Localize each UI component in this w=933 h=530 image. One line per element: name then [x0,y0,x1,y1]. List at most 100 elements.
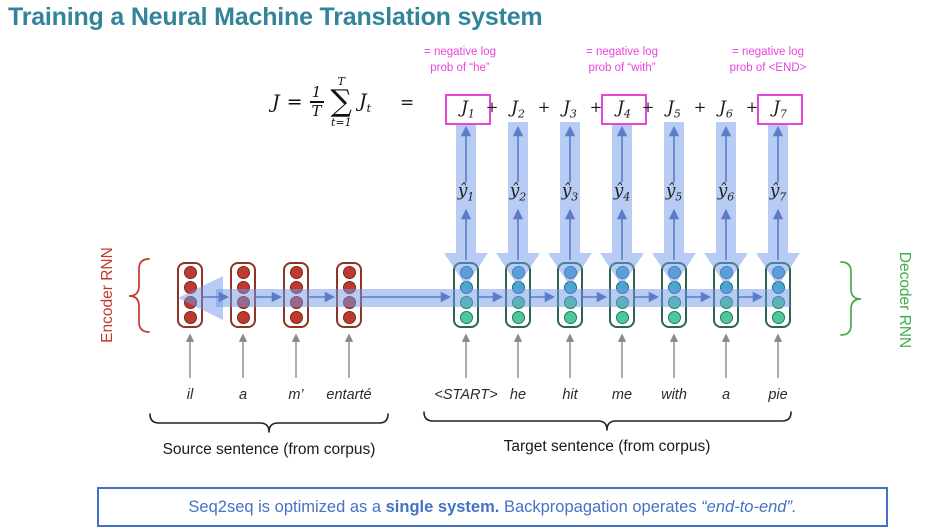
plus-sign: + [589,98,603,116]
neuron-cell [719,266,733,279]
neuron-cell [183,311,197,324]
fraction-bar [309,101,324,103]
annotation-j1: = negative log prob of “he” [424,46,496,74]
yhat-3: ŷ3 [561,181,579,204]
target-brace [423,411,792,431]
neuron-cell [459,296,473,309]
neuron-cell [563,266,577,279]
neuron-cell [511,296,525,309]
yhat-5: ŷ5 [665,181,683,204]
neuron-cell [667,296,681,309]
decoder-state-2 [505,262,531,328]
decoder-state-1 [453,262,479,328]
neuron-cell [289,296,303,309]
neuron-cell [236,266,250,279]
neuron-cell [771,311,785,324]
plus-sign: + [485,98,499,116]
target-word-5: with [661,387,687,403]
sigma-symbol: ∑ [330,84,352,119]
sum-upper-limit: T [337,75,345,88]
plus-sign: + [693,98,707,116]
neuron-cell [342,266,356,279]
loss-term-5: J5 [667,98,681,121]
neuron-cell [667,266,681,279]
neuron-cell [719,296,733,309]
loss-formula: J = 1 T T ∑ t=1 Jt [272,70,371,134]
backprop-gradient-bands [178,122,800,320]
yhat-2: ŷ2 [509,181,527,204]
plus-sign: + [745,98,759,116]
neuron-cell [511,311,525,324]
yhat-1: ŷ1 [457,181,475,204]
target-word-6: a [721,387,731,403]
footer-text-1: Seq2seq is optimized as a [188,497,386,516]
source-word-3: m’ [288,387,304,403]
neuron-cell [771,296,785,309]
neuron-cell [236,296,250,309]
footer-callout: Seq2seq is optimized as a single system.… [97,487,888,527]
neuron-cell [615,296,629,309]
neuron-cell [459,311,473,324]
neuron-cell [511,281,525,294]
source-sentence-caption: Source sentence (from corpus) [162,441,376,458]
target-word-7: pie [768,387,788,403]
fraction-denominator: T [311,101,322,120]
decoder-brace [840,261,862,336]
neuron-cell [342,296,356,309]
yhat-4: ŷ4 [613,181,631,204]
target-word-3: hit [562,387,578,403]
neuron-cell [615,266,629,279]
plus-sign: + [537,98,551,116]
footer-text-2: Backpropagation operates [499,497,702,516]
footer-bold: single system. [385,497,500,516]
neuron-cell [342,281,356,294]
target-sentence-caption: Target sentence (from corpus) [503,438,711,455]
formula-equals: = [286,91,303,113]
annotation-j4: = negative log prob of “with” [586,46,658,74]
formula-summation: T ∑ t=1 [331,76,352,128]
neuron-cell [771,266,785,279]
encoder-rnn-label: Encoder RNN [99,247,116,343]
fraction-numerator: 1 [311,83,322,102]
decoder-rnn-label: Decoder RNN [896,251,913,349]
encoder-state-1 [177,262,203,328]
neuron-cell [667,281,681,294]
neuron-cell [719,281,733,294]
sentence-braces [149,411,792,433]
neuron-cell [289,281,303,294]
neuron-cell [183,296,197,309]
target-word-2: he [509,387,527,403]
formula-term: Jt [358,89,372,115]
yhat-7: ŷ7 [769,181,787,204]
yhat-6: ŷ6 [717,181,735,204]
neuron-cell [719,311,733,324]
neuron-cell [615,311,629,324]
neuron-cell [667,311,681,324]
neuron-cell [289,266,303,279]
encoder-state-4 [336,262,362,328]
neuron-cell [236,281,250,294]
neuron-cell [236,311,250,324]
formula-equals-2: = [400,93,415,113]
annotation-j7: = negative log prob of <END> [729,46,807,74]
neuron-cell [459,281,473,294]
encoder-brace [128,258,150,333]
footer-italic: “end-to-end”. [701,497,797,516]
formula-fraction: 1 T [309,83,324,120]
loss-term-3: J3 [563,98,577,121]
neuron-cell [183,266,197,279]
input-arrows [185,333,783,378]
source-brace [149,413,389,433]
neuron-cell [563,296,577,309]
decoder-state-6 [713,262,739,328]
neuron-cell [342,311,356,324]
source-word-2: a [238,387,248,403]
neuron-cell [615,281,629,294]
plus-sign: + [641,98,655,116]
decoder-state-4 [609,262,635,328]
neuron-cell [563,281,577,294]
loss-term-6: J6 [719,98,733,121]
decoder-state-3 [557,262,583,328]
decoder-state-5 [661,262,687,328]
